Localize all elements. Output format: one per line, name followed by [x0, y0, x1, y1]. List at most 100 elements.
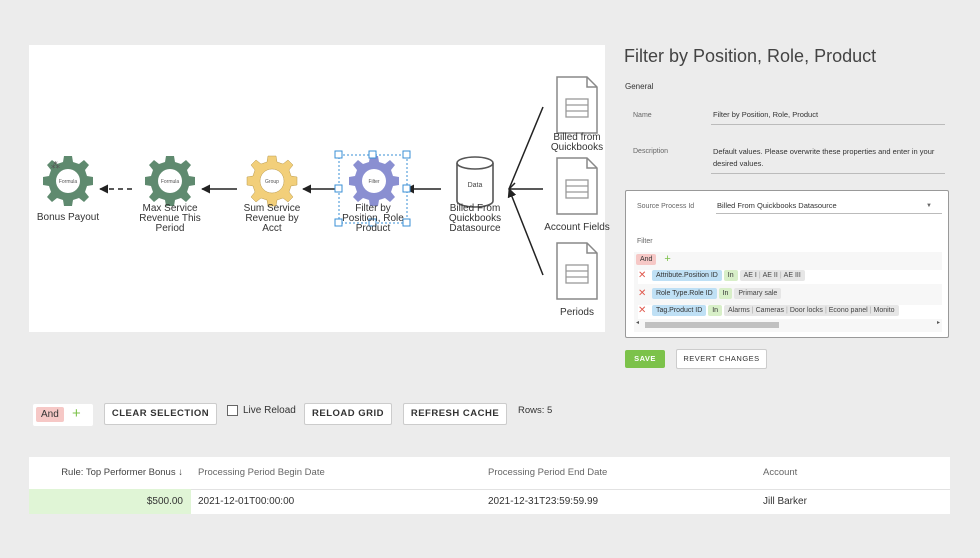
- and-chip[interactable]: And: [636, 253, 657, 265]
- divider: [711, 124, 945, 125]
- rows-count: Rows: 5: [518, 405, 553, 416]
- gear-icon-text: Filter: [368, 179, 380, 185]
- node-label: Max Service: [142, 203, 198, 214]
- node-label: Period: [155, 223, 185, 234]
- refresh-cache-button[interactable]: REFRESH CACHE: [403, 403, 507, 425]
- node-label: Bonus Payout: [36, 212, 100, 223]
- filter-group-header: And +: [636, 253, 671, 267]
- node-billed-from-quickbooks[interactable]: Billed From Quickbooks Datasource: [436, 204, 514, 234]
- node-label: Quickbooks: [550, 142, 604, 153]
- filter-field-chip[interactable]: Tag.Product ID: [651, 305, 707, 316]
- table-cell: 2021-12-01T00:00:00: [198, 496, 295, 507]
- table-cell: $500.00: [29, 489, 191, 514]
- filter-row: ✕ Attribute.Position ID In AE I|AE II|AE…: [638, 270, 942, 284]
- document-icon: [556, 76, 598, 134]
- section-general: General: [625, 82, 654, 91]
- add-icon[interactable]: +: [664, 253, 671, 265]
- filter-field-chip[interactable]: Role Type.Role ID: [651, 288, 717, 299]
- document-icon: [556, 157, 598, 215]
- node-filter[interactable]: Filter by Position, Role Product: [334, 204, 412, 234]
- node-doc-billed[interactable]: Billed from Quickbooks: [538, 133, 616, 153]
- node-label: Revenue by: [245, 213, 299, 224]
- scroll-right-icon[interactable]: ▸: [936, 320, 940, 326]
- divider: [29, 489, 950, 490]
- node-label: Position, Role: [342, 213, 404, 224]
- remove-icon[interactable]: ✕: [638, 305, 647, 316]
- and-chip[interactable]: And: [36, 407, 64, 422]
- dropdown-arrow-icon: ▼: [926, 203, 932, 209]
- column-header-begin-date[interactable]: Processing Period Begin Date: [198, 467, 325, 478]
- database-icon-text: Data: [467, 182, 483, 189]
- document-icon: [556, 242, 598, 300]
- filter-label: Filter: [637, 238, 653, 245]
- description-field[interactable]: Default values. Please overwrite these p…: [713, 147, 935, 168]
- results-grid: Rule: Top Performer Bonus ↓ Processing P…: [29, 457, 950, 514]
- database-icon: [456, 156, 494, 208]
- node-bonus-payout[interactable]: Bonus Payout: [29, 213, 107, 223]
- name-field[interactable]: Filter by Position, Role, Product: [713, 110, 819, 119]
- edge: [507, 188, 544, 276]
- process-flow-canvas[interactable]: ⁂ Formula Formula Group Filter Data Bonu…: [29, 45, 610, 332]
- node-label: Sum Service: [243, 203, 301, 214]
- table-cell: Jill Barker: [763, 496, 807, 507]
- scroll-left-icon[interactable]: ◂: [636, 320, 640, 326]
- node-label: Datasource: [449, 223, 501, 234]
- remove-icon[interactable]: ✕: [638, 270, 647, 281]
- node-label: Filter by: [355, 203, 391, 214]
- gear-icon-text: Formula: [160, 179, 180, 185]
- description-label: Description: [633, 148, 669, 155]
- name-label: Name: [633, 112, 652, 119]
- node-doc-periods[interactable]: Periods: [538, 308, 616, 318]
- filter-value-chip[interactable]: Alarms|Cameras|Door locks|Econo panel|Mo…: [724, 305, 899, 316]
- properties-panel: Filter by Position, Role, Product Genera…: [618, 40, 948, 375]
- column-header-rule[interactable]: Rule: Top Performer Bonus ↓: [61, 467, 183, 478]
- filter-editor: And + ✕ Attribute.Position ID In AE I|AE…: [634, 252, 942, 332]
- column-header-account[interactable]: Account: [763, 467, 798, 478]
- flow-diagram: ⁂: [43, 76, 598, 300]
- clear-selection-button[interactable]: CLEAR SELECTION: [104, 403, 217, 425]
- remove-icon[interactable]: ✕: [638, 288, 647, 299]
- filter-op-chip[interactable]: In: [708, 305, 723, 316]
- filter-row: ✕ Role Type.Role ID In Primary sale: [638, 288, 942, 302]
- filter-value-chip[interactable]: AE I|AE II|AE III: [739, 270, 805, 281]
- filter-op-chip[interactable]: In: [723, 270, 738, 281]
- node-label: Billed From: [449, 203, 501, 214]
- filter-group-control: And +: [33, 404, 93, 426]
- node-max-service-revenue[interactable]: Max Service Revenue This Period: [131, 204, 209, 234]
- column-header-end-date[interactable]: Processing Period End Date: [488, 467, 608, 478]
- source-label: Source Process Id: [637, 203, 695, 210]
- node-label: Account Fields: [544, 222, 610, 233]
- filter-row: ✕ Tag.Product ID In Alarms|Cameras|Door …: [638, 305, 942, 319]
- filter-value-chip[interactable]: Primary sale: [734, 288, 782, 299]
- divider: [711, 173, 945, 174]
- filter-field-chip[interactable]: Attribute.Position ID: [651, 270, 722, 281]
- node-label: Product: [355, 223, 391, 234]
- edge: [508, 106, 544, 190]
- selection-handles: [334, 150, 411, 227]
- source-select[interactable]: Billed From Quickbooks Datasource ▼: [717, 200, 932, 212]
- node-doc-account-fields[interactable]: Account Fields: [538, 223, 616, 233]
- source-select-value: Billed From Quickbooks Datasource: [717, 201, 837, 210]
- reload-grid-button[interactable]: RELOAD GRID: [304, 403, 392, 425]
- add-icon[interactable]: +: [72, 405, 81, 422]
- live-reload-checkbox[interactable]: [227, 405, 238, 416]
- table-cell: 2021-12-31T23:59:59.99: [488, 496, 599, 507]
- filter-op-chip[interactable]: In: [718, 288, 733, 299]
- node-label: Revenue This: [139, 213, 201, 224]
- node-label: Periods: [560, 307, 594, 318]
- node-label: Billed from: [553, 132, 601, 143]
- gear-icon-text: Group: [265, 179, 279, 185]
- save-button[interactable]: SAVE: [625, 350, 665, 368]
- scrollbar-thumb[interactable]: [645, 322, 779, 328]
- divider: [716, 213, 942, 214]
- panel-title: Filter by Position, Role, Product: [624, 46, 877, 66]
- node-label: Quickbooks: [448, 213, 502, 224]
- node-sum-service-revenue[interactable]: Sum Service Revenue by Acct: [233, 204, 311, 234]
- gear-icon-text: Formula: [58, 179, 78, 185]
- revert-changes-button[interactable]: REVERT CHANGES: [676, 349, 767, 369]
- horizontal-scrollbar[interactable]: ◂ ▸: [636, 320, 940, 329]
- svg-text:⁂: ⁂: [51, 160, 60, 170]
- filter-box: Source Process Id Billed From Quickbooks…: [625, 190, 949, 338]
- node-label: Acct: [262, 223, 282, 234]
- live-reload-label: Live Reload: [243, 405, 296, 416]
